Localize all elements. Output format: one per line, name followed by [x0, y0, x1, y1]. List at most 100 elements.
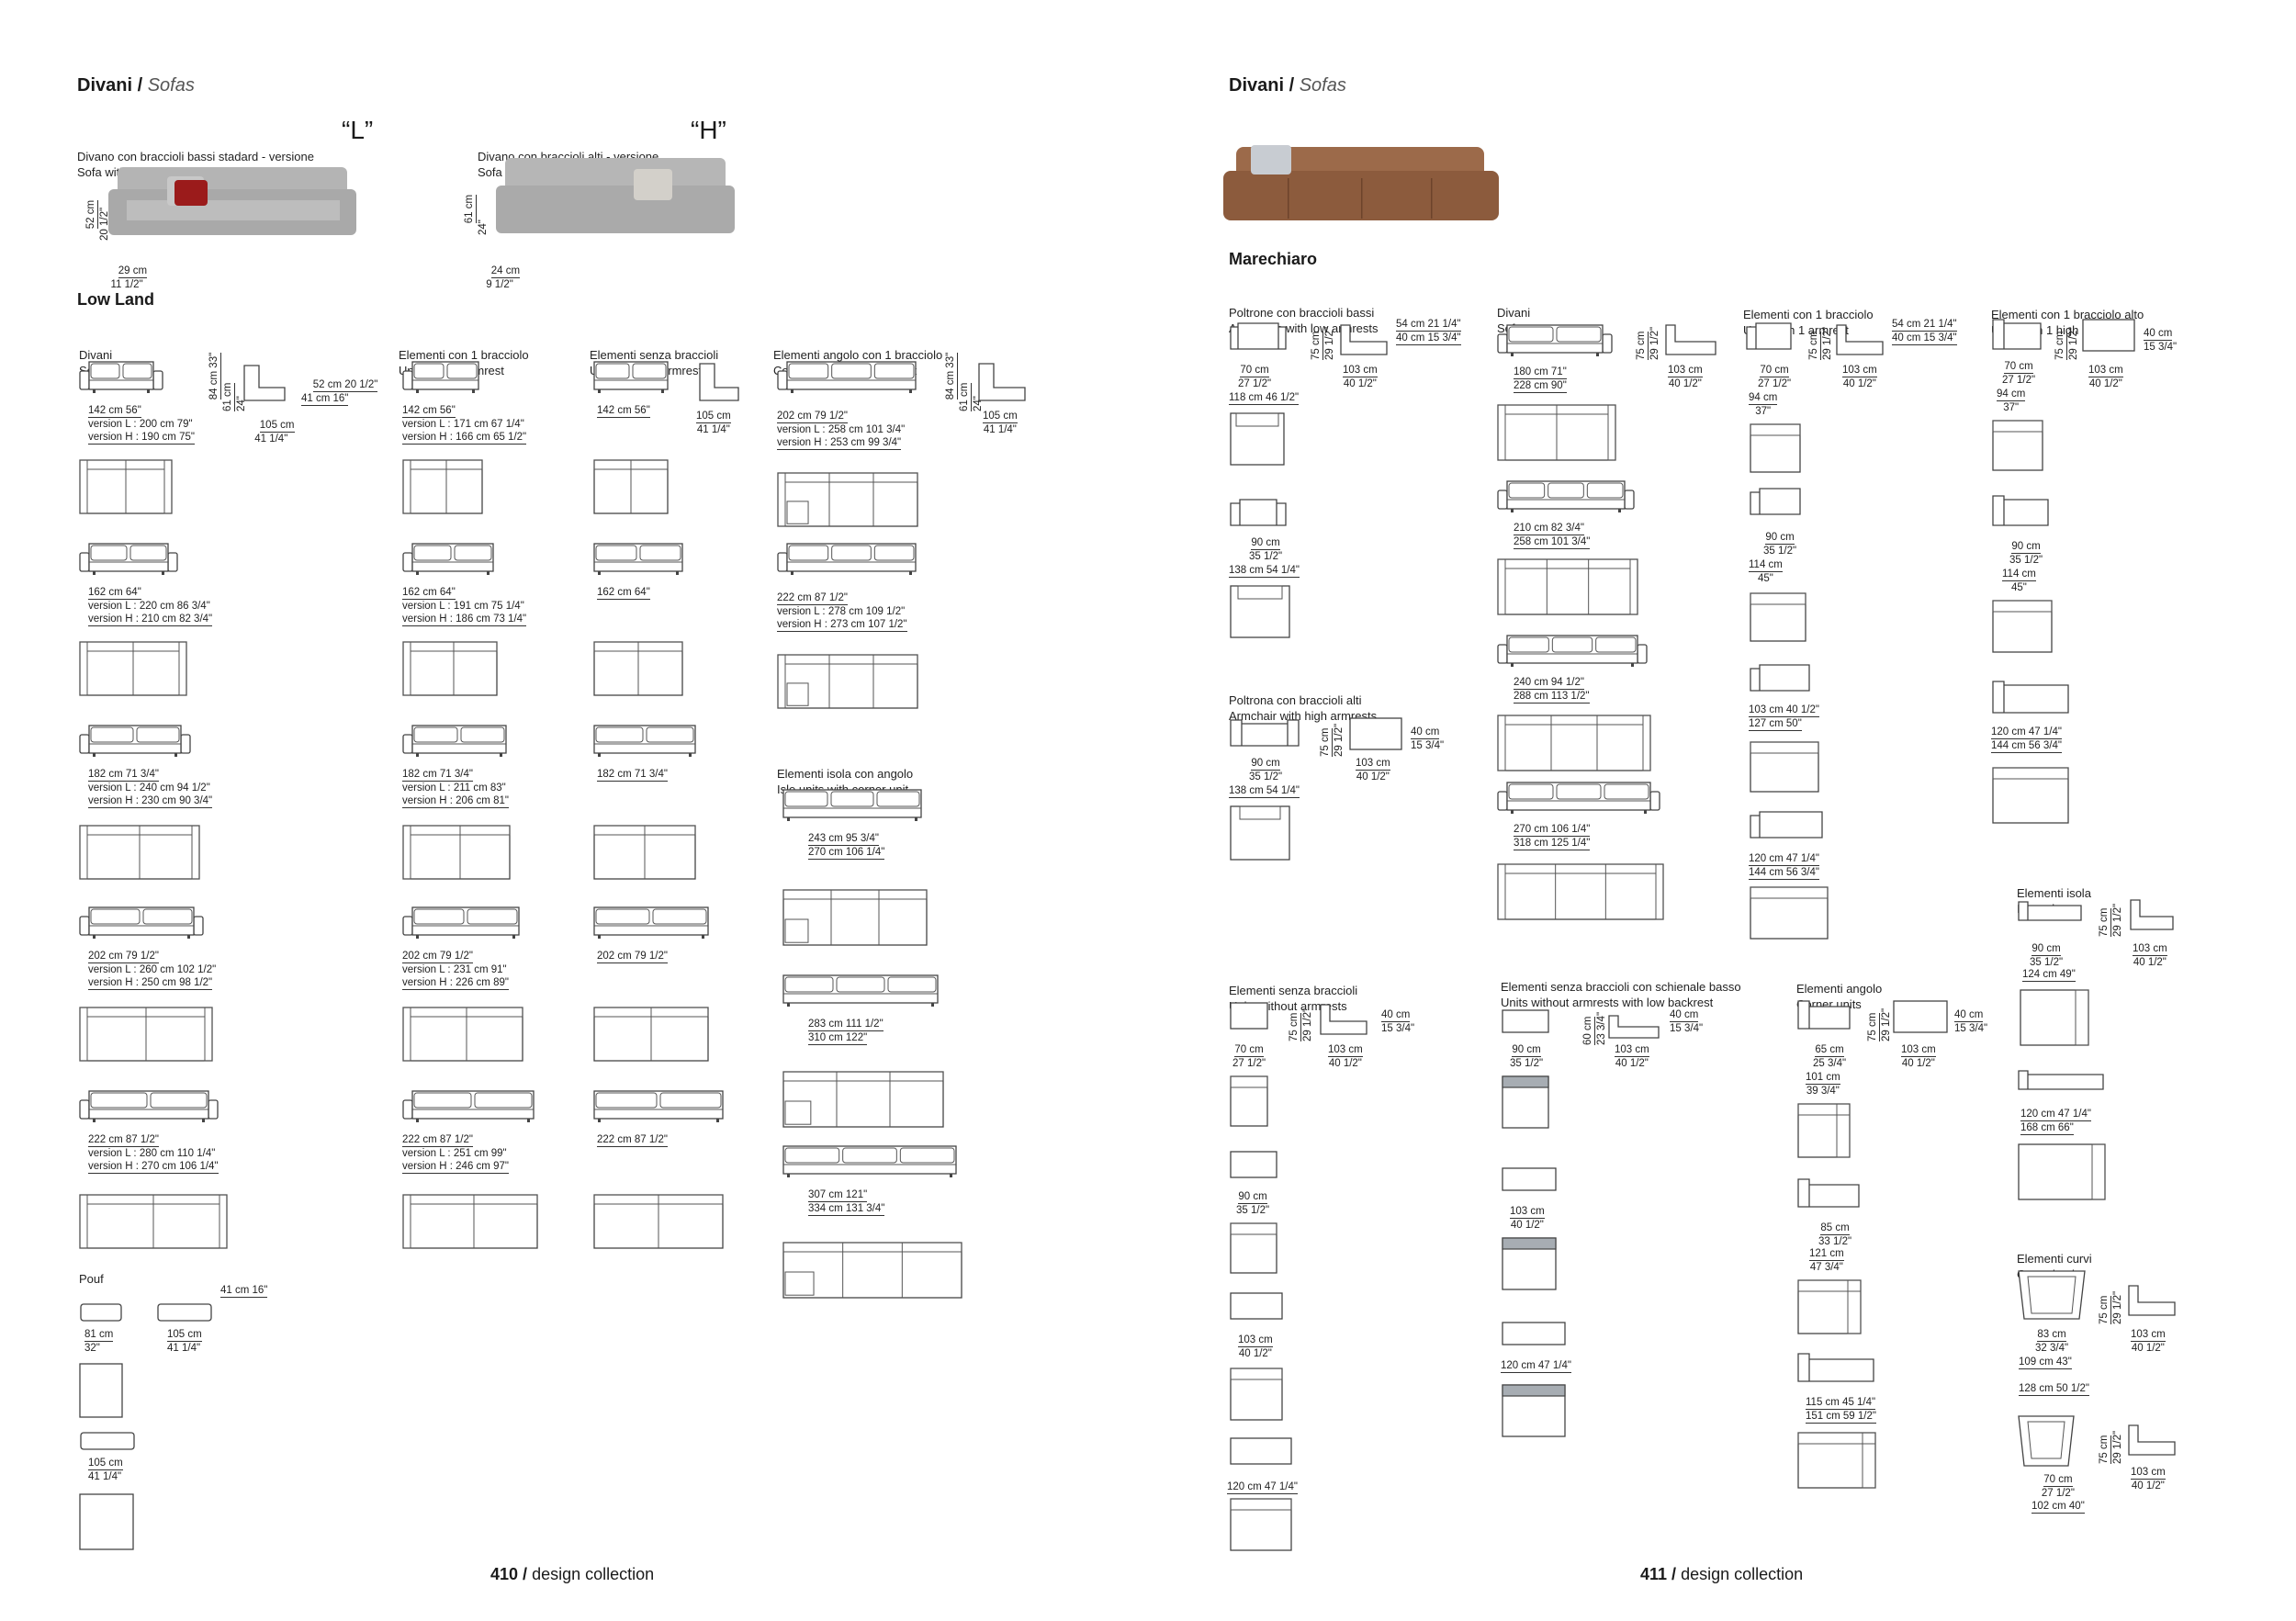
colB-sofa-dims-line: 270 cm 106 1/4"	[1514, 824, 1591, 837]
col2-unit-dims: 222 cm 87 1/2"version L : 251 cm 99"vers…	[402, 1133, 509, 1174]
colB-sofa-dims: 270 cm 106 1/4"318 cm 125 1/4"	[1514, 823, 1591, 850]
curved-front-2	[2018, 1415, 2075, 1467]
noarm-plan-4	[1230, 1498, 1292, 1551]
col2-unit-dims-line: 142 cm 56"	[402, 405, 456, 418]
col2-unit-dims-line: 222 cm 87 1/2"	[402, 1134, 473, 1147]
colB-sofa-plan	[1497, 715, 1651, 771]
col4-side-view	[978, 363, 1026, 401]
col1-sofa-front	[79, 906, 204, 939]
isle-plan-2	[2018, 1143, 2106, 1200]
col1-side-view	[243, 365, 286, 401]
isle-plan-1	[2020, 989, 2089, 1046]
col1-sofa-dims-line: version L : 240 cm 94 1/2"	[88, 782, 210, 794]
colD-plan-1	[1992, 420, 2043, 471]
col3-unit-dims: 142 cm 56"	[597, 404, 650, 418]
isle-corner-front	[782, 974, 939, 1007]
pouf-plan-a	[79, 1363, 123, 1418]
isle-corner-dims-line: 283 cm 111 1/2"	[808, 1019, 884, 1031]
col3-unit-front	[593, 361, 669, 393]
col2-unit-dims-line: version H : 166 cm 65 1/2"	[402, 432, 527, 445]
page-footer: 411 / design collection	[1640, 1565, 1804, 1583]
isle-corner-dims-line: 310 cm 122"	[808, 1032, 868, 1045]
colA-plan-2	[1230, 585, 1290, 638]
col3-unit-plan	[593, 641, 683, 696]
col2-unit-plan	[402, 1007, 523, 1062]
colA-high-plan	[1230, 805, 1290, 861]
col2-unit-front	[402, 906, 520, 939]
col1-sofa-front	[79, 361, 163, 393]
lowback-side	[1608, 1015, 1660, 1039]
model-title: Marechiaro	[1229, 250, 1318, 268]
colB-side	[1665, 324, 1716, 355]
col3-unit-dims: 182 cm 71 3/4"	[597, 768, 668, 782]
colB-sofa-dims-line: 258 cm 101 3/4"	[1514, 536, 1591, 549]
col2-unit-plan	[402, 825, 511, 880]
isle-corner-plan	[782, 1071, 944, 1128]
col1-sofa-dims: 182 cm 71 3/4"version L : 240 cm 94 1/2"…	[88, 768, 213, 808]
isle-dims-2: 120 cm 47 1/4"168 cm 66"	[2020, 1109, 2091, 1135]
version-h-tag: “H”	[691, 116, 726, 144]
col2-unit-dims-line: version L : 191 cm 75 1/4"	[402, 601, 524, 612]
colB-sofa-plan	[1497, 558, 1638, 615]
colC-dims-4: 120 cm 47 1/4"144 cm 56 3/4"	[1749, 853, 1819, 880]
colB-sofa-dims-line: 288 cm 113 1/2"	[1514, 691, 1590, 704]
lowback-title: Elementi senza braccioli con schienale b…	[1501, 980, 1741, 1009]
col3-side-view	[699, 363, 739, 401]
colB-sofa-dims-line: 180 cm 71"	[1514, 366, 1567, 379]
col2-unit-dims-line: version L : 211 cm 83"	[402, 782, 506, 794]
corner-front-2	[1797, 1178, 1860, 1208]
col1-sofa-plan	[79, 459, 173, 514]
isle-corner-plan	[782, 1242, 962, 1299]
col4-corner-front	[777, 543, 917, 575]
isle-corner-dims-line: 334 cm 131 3/4"	[808, 1203, 885, 1216]
colC-plan-4	[1750, 886, 1829, 940]
pouf-height: 41 cm 16"	[220, 1285, 268, 1298]
lowback-plan-1	[1502, 1075, 1549, 1129]
col1-sofa-dims-line: 162 cm 64"	[88, 587, 141, 600]
noarm-plan-2	[1230, 1222, 1277, 1274]
page-410: Divani / Sofas Divano con braccioli bass…	[77, 75, 1026, 1583]
colD-dims-3: 120 cm 47 1/4"144 cm 56 3/4"	[1991, 726, 2062, 753]
corner-plan-2	[1797, 1279, 1862, 1334]
curved-side-2	[2128, 1424, 2176, 1456]
col3-unit-dims-line: 202 cm 79 1/2"	[597, 951, 668, 963]
col1-sofa-dims-line: 142 cm 56"	[88, 405, 141, 418]
colA-total: 118 cm 46 1/2"	[1229, 392, 1300, 405]
colA-front-2	[1230, 499, 1287, 526]
colB-sofa-front	[1497, 782, 1660, 814]
colD-plan-3	[1992, 767, 2069, 824]
col2-unit-plan	[402, 459, 483, 514]
col1-sofa-dims-line: 222 cm 87 1/2"	[88, 1134, 159, 1147]
colC-dims-3: 103 cm 40 1/2"127 cm 50"	[1749, 704, 1819, 731]
col2-unit-dims: 202 cm 79 1/2"version L : 231 cm 91"vers…	[402, 950, 509, 990]
isle-corner-dims: 283 cm 111 1/2"310 cm 122"	[808, 1018, 884, 1045]
isle-corner-dims: 243 cm 95 3/4"270 cm 106 1/4"	[808, 832, 885, 860]
col4-corner-dims-line: version H : 253 cm 99 3/4"	[777, 437, 902, 450]
curved-side	[2128, 1285, 2176, 1316]
col1-sofa-dims: 222 cm 87 1/2"version L : 280 cm 110 1/4…	[88, 1133, 219, 1174]
lowback-dims-3: 120 cm 47 1/4"	[1501, 1360, 1571, 1373]
colB-sofa-dims: 180 cm 71"228 cm 90"	[1514, 366, 1567, 393]
colA-plan-1	[1230, 412, 1285, 466]
colB-sofa-dims: 240 cm 94 1/2"288 cm 113 1/2"	[1514, 676, 1590, 704]
